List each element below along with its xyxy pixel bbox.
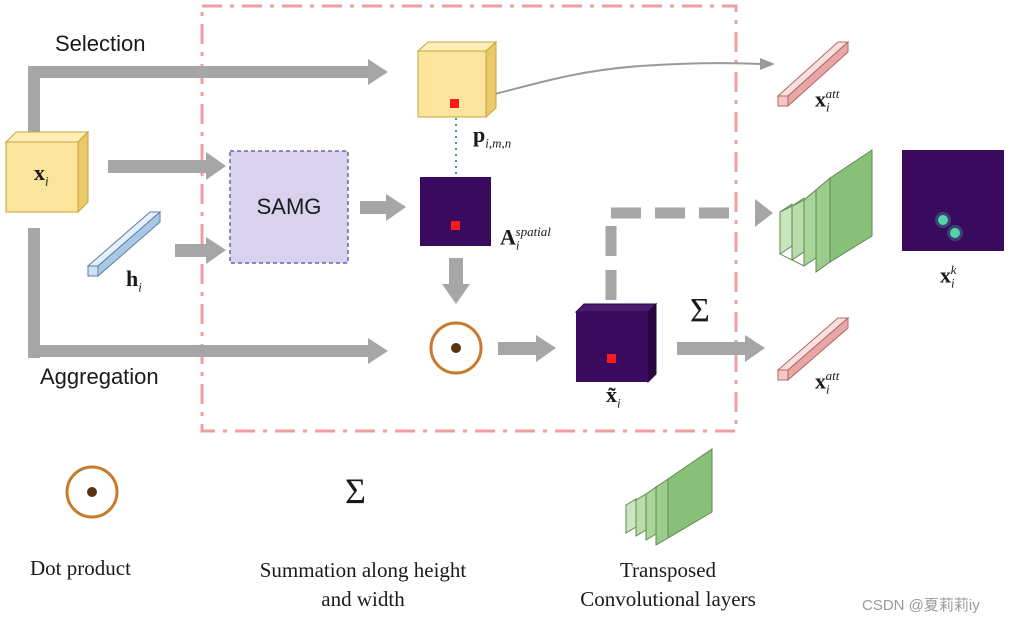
dot-product-operator xyxy=(429,321,483,375)
output-attention-vector-bottom xyxy=(776,316,850,382)
dashed-transposed-arrow xyxy=(605,199,773,300)
x-k-label: xik xyxy=(940,262,957,291)
selection-curve-arrow xyxy=(455,58,775,104)
aggregated-feature-cube xyxy=(574,302,658,384)
legend-sigma-icon: Σ xyxy=(345,471,366,511)
samg-to-attention-arrow xyxy=(360,194,406,221)
attention-to-dot-arrow xyxy=(442,258,470,304)
xi-label: xi xyxy=(34,160,49,189)
transposed-conv-layers xyxy=(779,149,873,273)
sum-symbol: Σ xyxy=(690,292,710,329)
aggregation-label: Aggregation xyxy=(40,364,159,389)
keypoint-heatmap xyxy=(902,150,1004,251)
spatial-attention-map xyxy=(420,177,491,246)
legend-summation-label: Summation along height and width xyxy=(259,558,467,611)
selected-feature-cube xyxy=(416,40,498,119)
watermark: CSDN @夏莉莉iy xyxy=(862,597,980,614)
samg-box xyxy=(229,150,349,264)
legend-stacked-layers-icon xyxy=(625,448,713,546)
legend-dot-product-label: Dot product xyxy=(30,556,131,580)
aggregation-arrow xyxy=(28,228,388,364)
input-feature-cube xyxy=(4,130,90,214)
selection-arrow xyxy=(28,59,388,140)
legend-transposed-label: Transposed Convolutional layers xyxy=(580,558,756,611)
x-att-top-label: xiatt xyxy=(815,86,840,115)
xi-to-samg-arrow xyxy=(108,152,226,180)
x-tilde-label: x̃i xyxy=(606,382,621,411)
hi-label: hi xyxy=(126,266,142,295)
x-att-bottom-label: xiatt xyxy=(815,368,840,397)
legend-dot-product-icon xyxy=(65,465,119,519)
hi-to-samg-arrow xyxy=(175,237,226,264)
sum-output-arrow xyxy=(677,335,765,362)
samg-label: SAMG xyxy=(256,194,322,219)
output-attention-vector-top xyxy=(776,40,850,108)
query-vector-bar xyxy=(86,210,162,278)
dot-to-xtilde-arrow xyxy=(498,335,556,362)
attention-position-marker xyxy=(451,221,460,230)
selection-label: Selection xyxy=(55,31,146,56)
p-label: pi,m,n xyxy=(473,122,512,151)
a-spatial-label: Aispatial xyxy=(500,224,551,253)
selected-position-marker xyxy=(450,99,459,108)
